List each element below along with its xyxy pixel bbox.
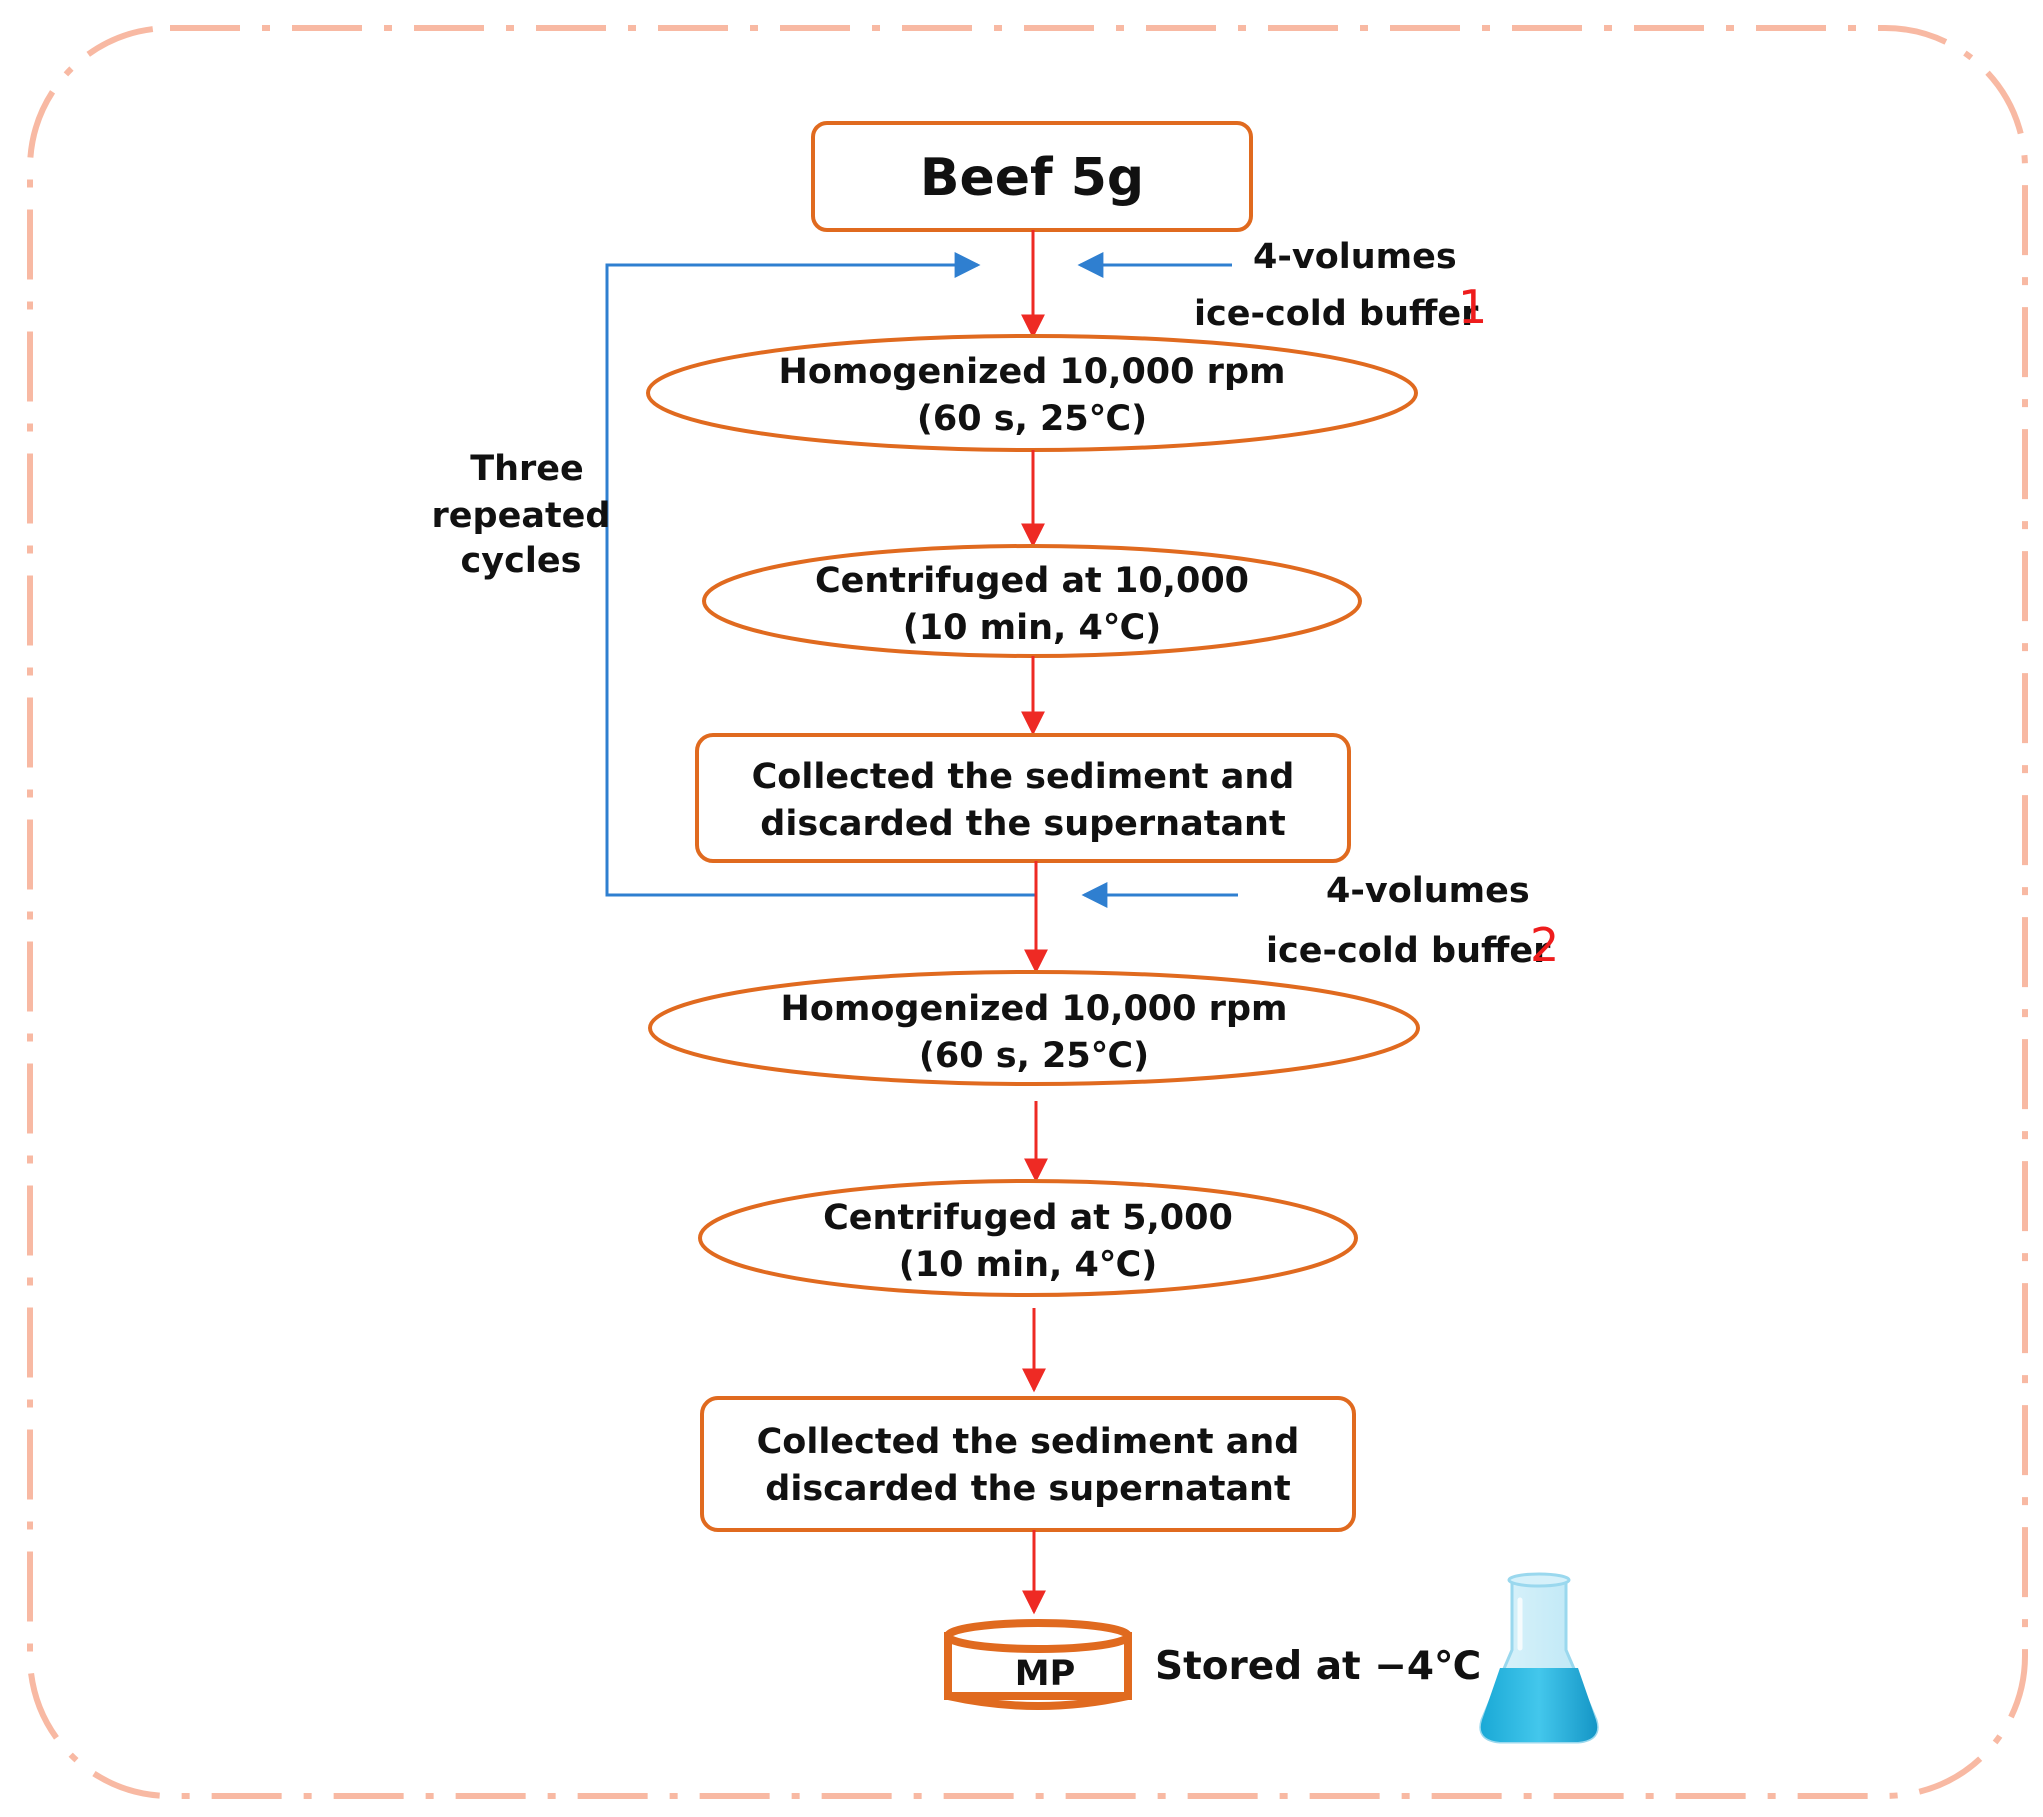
buffer2-number: 2	[1530, 918, 1559, 972]
beef-label: Beef 5g	[920, 148, 1144, 208]
homogenize-1-line1: Homogenized 10,000 rpm	[779, 352, 1286, 392]
collect-1-line2: discarded the supernatant	[760, 804, 1285, 844]
erlenmeyer-flask-icon	[1479, 1572, 1599, 1744]
centrifuge-2-line1: Centrifuged at 5,000	[823, 1198, 1233, 1238]
homogenize-2-line1: Homogenized 10,000 rpm	[781, 989, 1288, 1029]
centrifuge-1-line1: Centrifuged at 10,000	[815, 561, 1249, 601]
outer-frame	[27, 25, 2028, 1799]
cycle-label-line2: repeated	[432, 496, 611, 536]
homogenize-2-line2: (60 s, 25℃)	[919, 1036, 1149, 1076]
collect-1-line1: Collected the sediment and	[752, 757, 1295, 797]
stored-label: Stored at −4℃	[1155, 1644, 1481, 1689]
repeat-cycle-loop	[605, 252, 1036, 897]
buffer1-line2: ice-cold buffer	[1194, 294, 1479, 334]
cycle-label-line1: Three	[470, 449, 584, 489]
sample-dish-icon	[944, 1619, 1132, 1710]
homogenize-2-ellipse	[648, 970, 1420, 1086]
collect-1-box	[695, 733, 1351, 863]
buffer1-line1: 4-volumes	[1253, 237, 1457, 277]
buffer1-number: 1	[1458, 280, 1487, 334]
collect-2-box	[700, 1396, 1356, 1532]
mp-label: MP	[1015, 1654, 1075, 1694]
cycle-label-line3: cycles	[461, 541, 582, 581]
buffer2-line2: ice-cold buffer	[1266, 931, 1551, 971]
centrifuge-1-line2: (10 min, 4℃)	[903, 608, 1161, 648]
homogenize-1-line2: (60 s, 25℃)	[917, 399, 1147, 439]
centrifuge-2-line2: (10 min, 4℃)	[899, 1245, 1157, 1285]
centrifuge-2-ellipse	[698, 1179, 1358, 1297]
buffer2-line1: 4-volumes	[1326, 871, 1530, 911]
collect-2-line1: Collected the sediment and	[757, 1422, 1300, 1462]
collect-2-line2: discarded the supernatant	[765, 1469, 1290, 1509]
